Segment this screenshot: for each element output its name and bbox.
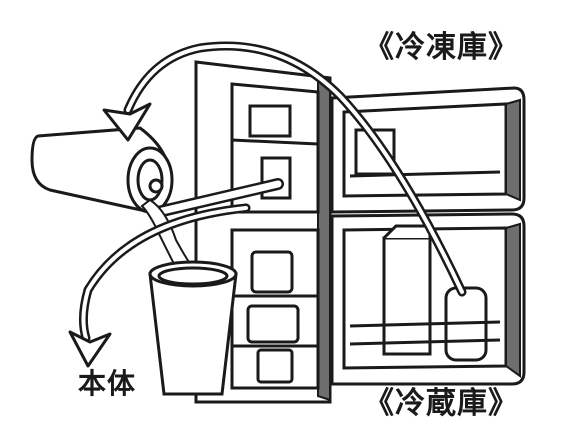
fridge-label: 《冷蔵庫》 [364,386,519,421]
body-label: 本体 [78,367,137,400]
freezer-label: 《冷凍庫》 [364,30,519,65]
freezer-door [330,86,526,214]
cup-icon [148,260,238,396]
fridge-door [330,212,526,386]
